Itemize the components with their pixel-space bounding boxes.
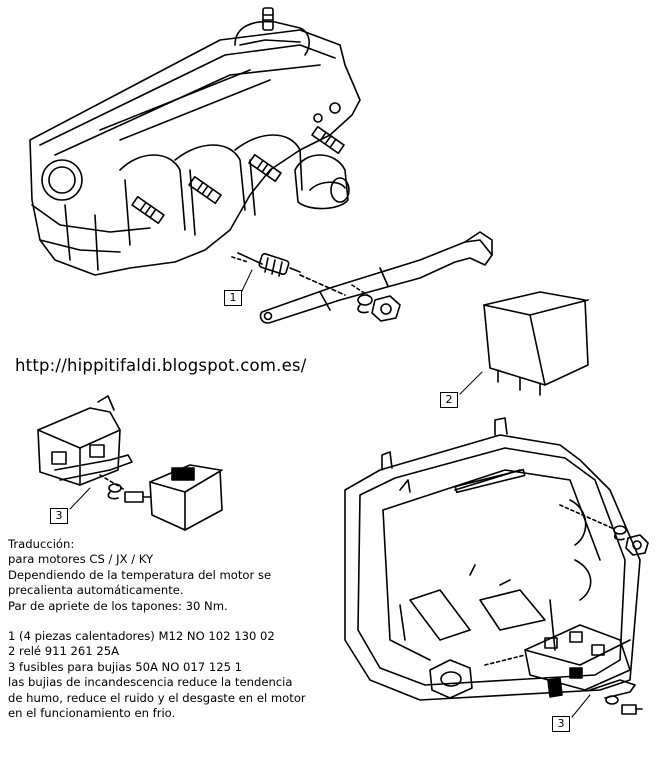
callout-2: 2 xyxy=(440,392,458,408)
notes-line: Par de apriete de los tapones: 30 Nm. xyxy=(8,598,228,613)
fuse-housing xyxy=(344,417,641,701)
translation-notes: Traducción: para motores CS / JX / KY De… xyxy=(8,537,358,721)
callout-1: 1 xyxy=(224,290,242,306)
glow-plug-bus-bar xyxy=(259,231,493,324)
washer-and-nut xyxy=(351,284,401,322)
glow-plug-item-1 xyxy=(231,252,301,277)
notes-line: precalienta automáticamente. xyxy=(8,583,184,598)
blog-url: http://hippitifaldi.blogspot.com.es/ xyxy=(15,356,307,375)
fuse-item-3b xyxy=(524,624,643,715)
notes-line: las bujias de incandescencia reduce la t… xyxy=(8,675,293,690)
leader-line-2 xyxy=(459,371,483,395)
notes-title: Traducción: xyxy=(8,537,75,551)
notes-item: 3 fusibles para bujias 50A NO 017 125 1 xyxy=(8,659,243,674)
small-fuse-holder xyxy=(37,395,133,486)
engine-cylinder-head xyxy=(29,7,361,276)
fuse-item-3a xyxy=(99,464,223,531)
glow-plug-relay-item-2 xyxy=(483,291,589,396)
callout-3a: 3 xyxy=(50,508,68,524)
notes-spacer xyxy=(8,614,358,629)
installed-glow-plugs xyxy=(131,125,345,225)
notes-line: en el funcionamiento en frio. xyxy=(8,706,176,721)
notes-item: 1 (4 piezas calentadores) M12 NO 102 130… xyxy=(8,629,275,644)
leader-line-3b xyxy=(571,694,591,718)
notes-line: para motores CS / JX / KY xyxy=(8,552,154,567)
leader-line-1 xyxy=(239,269,253,296)
notes-item: 2 relé 911 261 25A xyxy=(8,644,120,659)
notes-line: Dependiendo de la temperatura del motor … xyxy=(8,567,272,582)
notes-line: de humo, reduce el ruido y el desgaste e… xyxy=(8,690,306,705)
housing-washer-nut xyxy=(559,504,649,556)
callout-3b: 3 xyxy=(552,716,570,732)
housing-grommet xyxy=(429,654,563,699)
leader-line-3a xyxy=(69,487,91,510)
